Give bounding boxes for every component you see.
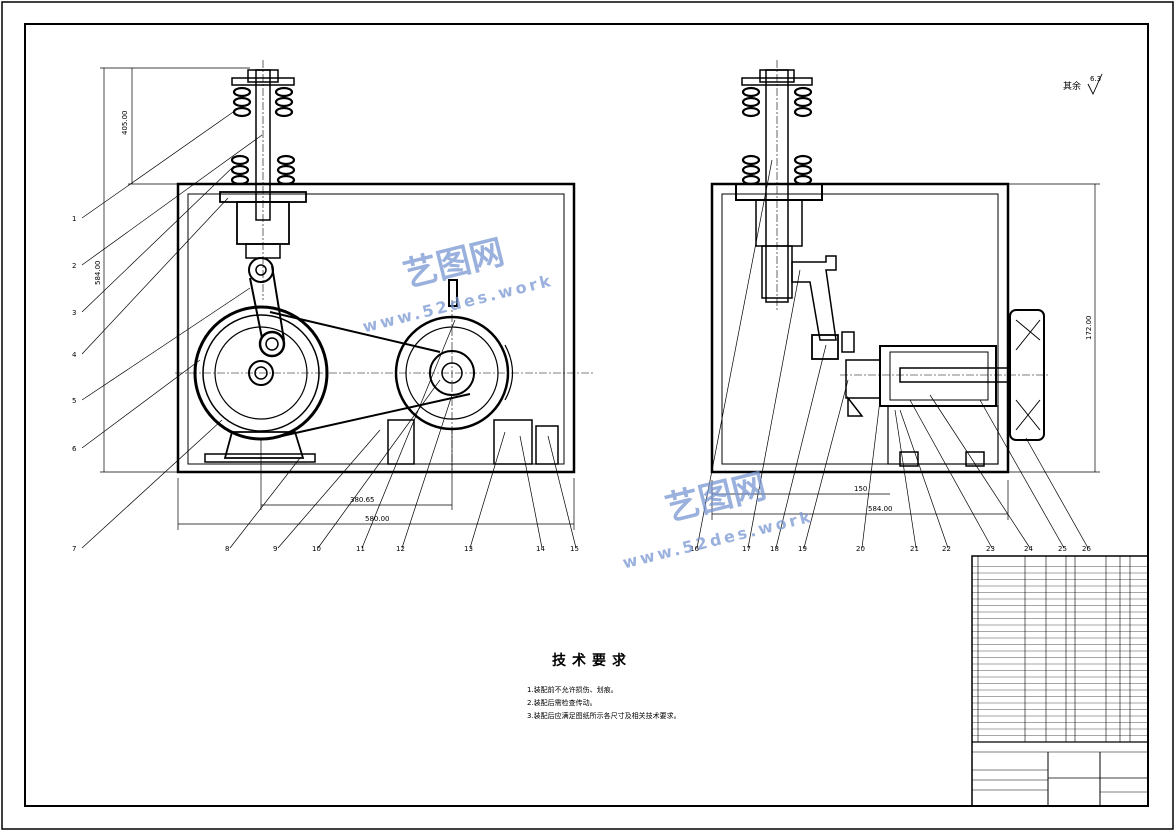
side-view-leaders bbox=[696, 159, 1089, 549]
side-housing-outline bbox=[710, 182, 1010, 474]
dim-side-width: 584.00 bbox=[868, 505, 893, 513]
side-view-balloon-labels: 16 17 18 19 20 21 22 23 24 25 26 bbox=[690, 545, 1091, 553]
dim-side-height: 172.00 bbox=[1085, 316, 1093, 341]
slider-block bbox=[236, 201, 290, 245]
side-view-dimensions bbox=[711, 183, 1100, 520]
balloon-8: 8 bbox=[225, 545, 229, 553]
balloon-18: 18 bbox=[770, 545, 779, 553]
inner-frame bbox=[24, 23, 1149, 807]
balloon-9: 9 bbox=[273, 545, 277, 553]
balloon-3: 3 bbox=[72, 309, 76, 317]
balloon-16: 16 bbox=[690, 545, 699, 553]
dim-total-height: 584.00 bbox=[94, 261, 102, 286]
side-bearing-housing bbox=[879, 345, 997, 407]
side-coupling bbox=[845, 359, 881, 417]
balloon-4: 4 bbox=[72, 351, 77, 359]
big-pulley-stand bbox=[223, 431, 305, 459]
motor-foot-left bbox=[387, 419, 415, 465]
spring-coils-upper bbox=[232, 86, 294, 118]
front-view-balloon-labels: 1 2 3 4 5 6 7 8 9 10 11 12 13 14 15 bbox=[72, 215, 579, 553]
connecting-rod bbox=[249, 265, 285, 341]
balloon-26: 26 bbox=[1082, 545, 1091, 553]
dim-pulley-center: 380.65 bbox=[350, 496, 375, 504]
side-view bbox=[710, 60, 1048, 474]
front-view-leaders bbox=[81, 109, 577, 549]
balloon-24: 24 bbox=[1024, 545, 1033, 553]
housing-inner bbox=[187, 193, 565, 465]
balloon-13: 13 bbox=[464, 545, 473, 553]
rod-top-pin bbox=[248, 257, 274, 283]
balloon-11: 11 bbox=[356, 545, 365, 553]
roughness-value: 6.3 bbox=[1090, 75, 1101, 83]
balloon-10: 10 bbox=[312, 545, 321, 553]
shaft-cap bbox=[247, 69, 279, 83]
spring-coils-lower bbox=[230, 154, 296, 186]
roughness-label: 其余 bbox=[1063, 82, 1082, 92]
parts-list-rows bbox=[972, 566, 1148, 736]
housing-outline bbox=[176, 182, 576, 474]
motor-foot-right bbox=[493, 419, 533, 465]
dim-side-offset: 150 bbox=[854, 485, 867, 493]
balloon-20: 20 bbox=[856, 545, 865, 553]
side-spring-coils bbox=[741, 86, 813, 186]
dim-base-width: 580.00 bbox=[365, 515, 390, 523]
balloon-6: 6 bbox=[72, 445, 77, 453]
tension-screw bbox=[448, 279, 458, 307]
roughness-symbol bbox=[1087, 73, 1103, 96]
balloon-1: 1 bbox=[72, 215, 76, 223]
balloon-23: 23 bbox=[986, 545, 995, 553]
balloon-15: 15 bbox=[570, 545, 579, 553]
balloon-19: 19 bbox=[798, 545, 807, 553]
front-view bbox=[175, 60, 595, 474]
tech-requirement-2: 2.装配后需检查传动。 bbox=[527, 699, 597, 707]
balloon-14: 14 bbox=[536, 545, 545, 553]
top-plate bbox=[231, 77, 295, 86]
side-crank-arm bbox=[791, 255, 837, 341]
balloon-21: 21 bbox=[910, 545, 919, 553]
tech-requirement-3: 3.装配后应满足图纸所示各尺寸及相关技术要求。 bbox=[527, 712, 681, 720]
front-view-dimensions bbox=[100, 67, 575, 530]
drive-belt bbox=[269, 311, 471, 437]
balloon-25: 25 bbox=[1058, 545, 1067, 553]
balloon-12: 12 bbox=[396, 545, 405, 553]
balloon-17: 17 bbox=[742, 545, 751, 553]
balloon-7: 7 bbox=[72, 545, 76, 553]
balloon-5: 5 bbox=[72, 397, 76, 405]
balloon-2: 2 bbox=[72, 262, 76, 270]
balloon-22: 22 bbox=[942, 545, 951, 553]
tech-requirements-list: 1.装配前不允许损伤、划痕。 2.装配后需检查传动。 3.装配后应满足图纸所示各… bbox=[527, 684, 681, 723]
tech-requirements-title: 技术要求 bbox=[552, 653, 632, 669]
crank-pin bbox=[258, 330, 286, 358]
dim-spring-height: 405.00 bbox=[121, 111, 129, 136]
side-flange bbox=[735, 183, 823, 201]
tech-requirement-1: 1.装配前不允许损伤、划痕。 bbox=[527, 686, 618, 694]
parts-list-table bbox=[971, 555, 1149, 807]
